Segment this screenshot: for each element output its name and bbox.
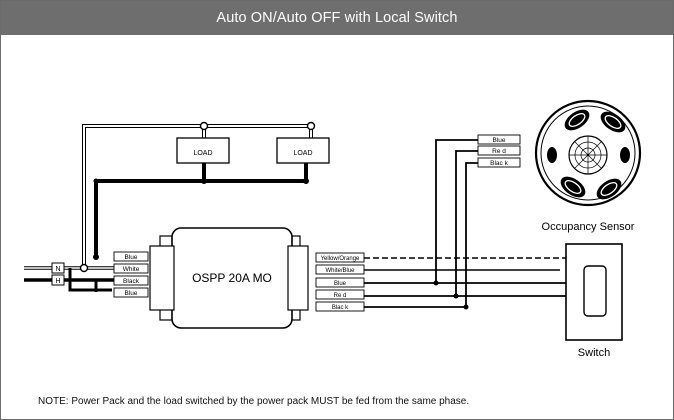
load-box-2: LOAD — [276, 137, 330, 164]
load-label: LOAD — [193, 150, 212, 157]
occupancy-sensor-label: Occupancy Sensor — [542, 221, 635, 233]
wire-label: Blue — [492, 137, 505, 144]
power-pack: OSPP 20A MO — [149, 227, 309, 329]
wire-label: Blue — [334, 281, 347, 287]
wire-label: White/Blue — [325, 268, 355, 274]
wire-label: Yellow/Orange — [321, 256, 360, 262]
switch-label: Switch — [578, 347, 610, 359]
switch-icon — [565, 243, 623, 341]
diagram-title: Auto ON/Auto OFF with Local Switch — [216, 10, 458, 26]
wire-label: White — [123, 266, 140, 273]
load-label: LOAD — [293, 150, 312, 157]
power-pack-label: OSPP 20A MO — [192, 271, 272, 285]
hot-terminal: H — [51, 274, 65, 286]
terminal-label: H — [55, 278, 60, 285]
wire-label: Blac k — [332, 305, 349, 311]
wire-label: Re d — [334, 293, 347, 299]
occupancy-sensor-icon — [534, 99, 642, 207]
diagram-title-bar: Auto ON/Auto OFF with Local Switch — [1, 1, 673, 35]
load-box-1: LOAD — [176, 137, 230, 164]
wire-label: Blac k — [490, 160, 508, 167]
phase-note: NOTE: Power Pack and the load switched b… — [38, 396, 470, 407]
terminal-label: N — [55, 266, 60, 273]
wire-label: Black — [123, 278, 140, 285]
wire-label: Re d — [492, 148, 506, 155]
neutral-terminal: N — [51, 262, 65, 274]
wire-label: Blue — [124, 254, 137, 261]
wiring-diagram: LOAD LOAD N H OSPP 20A MO Blue White Bla… — [24, 99, 642, 359]
sensor-black-wire — [465, 162, 518, 307]
wire-label: Blue — [124, 290, 137, 297]
